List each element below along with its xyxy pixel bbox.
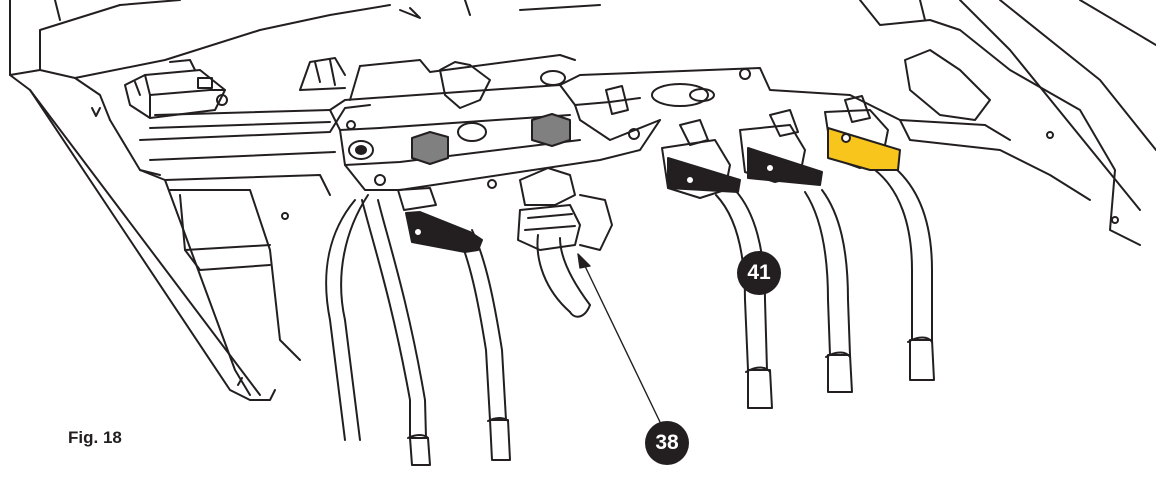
valve-left [397,187,483,253]
flexible-hose-fitting [517,167,613,251]
boiler-left-casing [9,0,276,401]
valve-right-yellow [824,95,901,171]
callout-38-leader [577,253,661,423]
boiler-bottom-frame [39,0,601,396]
adjuster-knob [411,113,571,165]
valve-right-dark [739,109,823,186]
pipe-left-inner [455,229,511,461]
callout-38: 38 [645,421,689,465]
plate-cutouts [346,61,1119,224]
valve-centre-right [661,119,741,199]
pipe-right-a [804,189,853,393]
pipe-centre-right [715,189,773,409]
figure-caption: Fig. 18 [68,428,122,447]
connector-block [124,59,228,119]
pipe-left-outer [325,194,431,466]
pipe-right-b [874,167,935,381]
boiler-right-casing [859,0,1156,246]
callout-41: 41 [737,251,781,295]
flexible-hose [536,234,591,318]
